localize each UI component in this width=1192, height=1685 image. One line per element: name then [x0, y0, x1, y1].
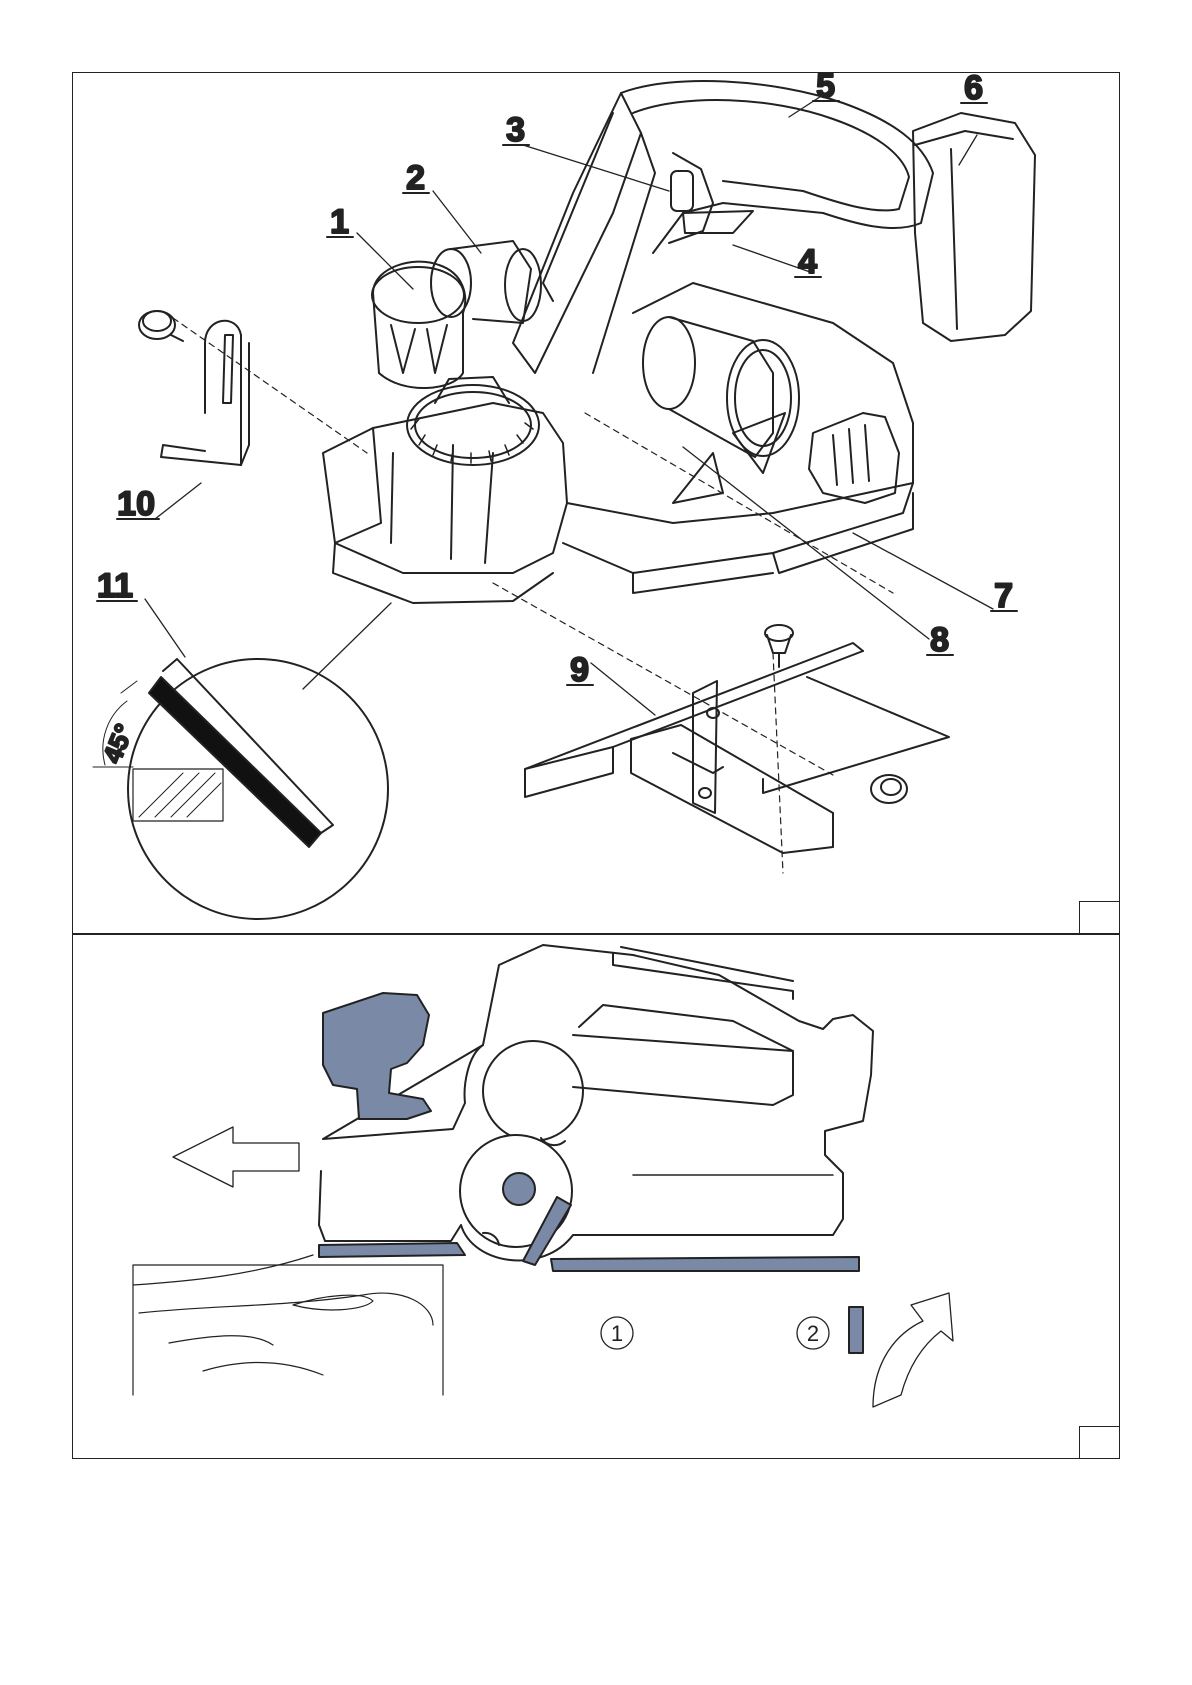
rear-sole-icon	[551, 1257, 859, 1271]
callout-1: 1	[330, 203, 349, 241]
detail-bevel-icon	[93, 659, 388, 919]
callout-2: 2	[406, 159, 425, 197]
callout-8: 8	[930, 621, 949, 659]
angle-label: 45°	[97, 720, 140, 768]
figure-1-panel: 1 2 3 4 5 6 7 8 9 10 11 45°	[72, 72, 1120, 934]
callout-4: 4	[798, 243, 817, 281]
wing-screw-icon	[765, 625, 907, 803]
callout-9: 9	[570, 651, 589, 689]
callout-3: 3	[506, 111, 525, 149]
curved-arrow-up-icon	[873, 1293, 953, 1407]
planer-exploded-illustration: 1 2 3 4 5 6 7 8 9 10 11 45°	[73, 73, 1121, 935]
front-knob-icon	[323, 993, 431, 1119]
front-roller-icon	[431, 241, 541, 323]
planer-body-icon	[323, 283, 913, 603]
lock-button-icon	[671, 171, 693, 211]
assembly-lines	[173, 318, 893, 873]
figure-2-panel: 1 2	[72, 934, 1120, 1459]
leader-lines	[145, 91, 993, 715]
callout-5: 5	[816, 67, 835, 105]
callout-group: 1 2 3 4 5 6 7 8 9 10 11 45°	[97, 67, 1017, 767]
figure-number-box	[1079, 901, 1119, 933]
handle-icon	[621, 81, 933, 253]
planer-side-illustration: 1 2	[73, 935, 1121, 1460]
workpiece-icon	[133, 1255, 443, 1395]
callout-7: 7	[994, 577, 1013, 615]
fence-bracket-icon	[161, 321, 249, 465]
callout-10: 10	[117, 485, 155, 523]
step-1-label: 1	[611, 1321, 623, 1346]
step-2-label: 2	[807, 1321, 819, 1346]
front-arm-icon	[513, 93, 655, 373]
depth-knob-icon	[372, 262, 539, 465]
front-sole-icon	[319, 1243, 465, 1257]
step-marker-2: 2	[797, 1317, 829, 1349]
callout-11: 11	[97, 567, 133, 605]
blade-part-icon	[849, 1307, 863, 1353]
trigger-icon	[683, 211, 753, 233]
cutter-drum-icon	[460, 1135, 572, 1265]
figure-number-box-2	[1079, 1426, 1119, 1458]
lock-knob-small-icon	[139, 311, 183, 341]
battery-pack-icon	[913, 113, 1035, 341]
callout-6: 6	[964, 69, 983, 107]
step-marker-1: 1	[601, 1317, 633, 1349]
arrow-left-icon	[173, 1127, 299, 1187]
